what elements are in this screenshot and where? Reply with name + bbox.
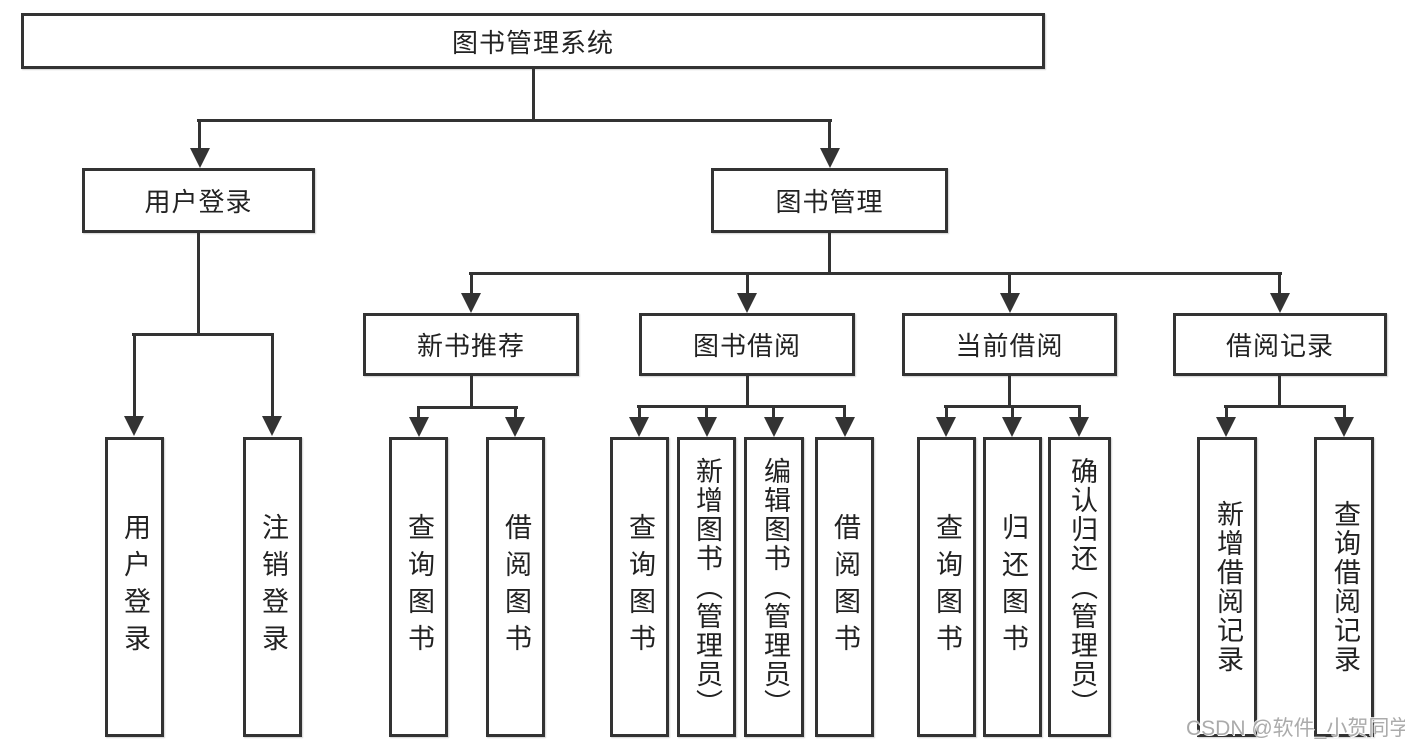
connector-drop-user-login [198, 122, 201, 149]
arrow-current-borrow [1000, 293, 1020, 313]
connector-userlogin-horizontal [132, 333, 274, 336]
leaf-add-borrow-record: 新增借阅记录 [1197, 437, 1257, 737]
node-borrowing-records: 借阅记录 [1173, 313, 1387, 376]
node-book-management: 图书管理 [711, 168, 948, 233]
leaf-user-login: 用户登录 [105, 437, 164, 737]
arrow-user-login [190, 148, 210, 168]
arrow-c2 [697, 417, 717, 437]
connector-bookborrow-stem [746, 376, 749, 408]
connector-newbook-horizontal [417, 406, 518, 409]
connector-root-stem [532, 69, 535, 122]
leaf-return-book: 归还图书 [983, 437, 1042, 737]
connector-drop-d2 [1011, 408, 1014, 419]
arrow-new-book [461, 293, 481, 313]
connector-drop-c4 [843, 408, 846, 419]
leaf-query-borrow-record: 查询借阅记录 [1314, 437, 1374, 737]
connector-records-stem [1278, 376, 1281, 408]
arrow-borrow-records [1270, 293, 1290, 313]
connector-drop-book-management [828, 122, 831, 149]
node-library-management-system: 图书管理系统 [21, 13, 1045, 69]
leaf-borrow-books-recommend: 借阅图书 [486, 437, 545, 737]
leaf-query-books-borrow: 查询图书 [610, 437, 669, 737]
arrow-d1 [936, 417, 956, 437]
arrow-leaf-login [124, 416, 144, 436]
connector-userlogin-stem [197, 233, 200, 336]
arrow-book-borrow [737, 293, 757, 313]
leaf-query-books-current: 查询图书 [917, 437, 976, 737]
connector-currentborrow-stem [1008, 376, 1011, 408]
leaf-borrow-books-borrow: 借阅图书 [815, 437, 874, 737]
connector-drop-current-borrow [1008, 275, 1011, 295]
connector-drop-b1 [417, 409, 420, 419]
node-book-borrowing: 图书借阅 [639, 313, 855, 376]
leaf-query-books-recommend: 查询图书 [389, 437, 448, 737]
leaf-logout: 注销登录 [243, 437, 302, 737]
leaf-edit-book-admin: 编辑图书（管理员） [744, 437, 804, 737]
leaf-add-book-admin: 新增图书（管理员） [677, 437, 736, 737]
arrow-leaf-logout [262, 416, 282, 436]
connector-drop-leaf-logout [271, 336, 274, 418]
connector-drop-borrow-records [1278, 275, 1281, 295]
connector-drop-c3 [772, 408, 775, 419]
arrow-d2 [1002, 417, 1022, 437]
connector-bookborrow-horizontal [637, 405, 846, 408]
connector-drop-c1 [638, 408, 641, 419]
connector-bookmgmt-stem [828, 233, 831, 275]
connector-drop-b2 [514, 409, 517, 419]
arrow-c3 [764, 417, 784, 437]
connector-drop-d3 [1078, 408, 1081, 419]
connector-drop-e2 [1343, 408, 1346, 419]
csdn-watermark: CSDN @软件_小贺同学 [1186, 717, 1405, 740]
arrow-b2 [505, 417, 525, 437]
leaf-confirm-return-admin: 确认归还（管理员） [1048, 437, 1111, 737]
arrow-c1 [629, 417, 649, 437]
node-new-book-recommendation: 新书推荐 [363, 313, 579, 376]
node-current-borrowing: 当前借阅 [902, 313, 1117, 376]
connector-drop-leaf-login [133, 336, 136, 418]
arrow-d3 [1069, 417, 1089, 437]
arrow-b1 [409, 417, 429, 437]
node-user-login: 用户登录 [82, 168, 315, 233]
arrow-e2 [1334, 417, 1354, 437]
arrow-e1 [1216, 417, 1236, 437]
connector-drop-d1 [945, 408, 948, 419]
arrow-book-management [820, 148, 840, 168]
connector-records-horizontal [1224, 405, 1346, 408]
connector-currentborrow-horizontal [944, 405, 1081, 408]
connector-drop-new-book [470, 275, 473, 295]
connector-bookmgmt-horizontal [469, 272, 1282, 275]
connector-drop-c2 [705, 408, 708, 419]
connector-drop-e1 [1225, 408, 1228, 419]
arrow-c4 [835, 417, 855, 437]
connector-drop-book-borrow [746, 275, 749, 295]
connector-newbook-stem [470, 376, 473, 409]
connector-l1-horizontal [197, 119, 832, 122]
